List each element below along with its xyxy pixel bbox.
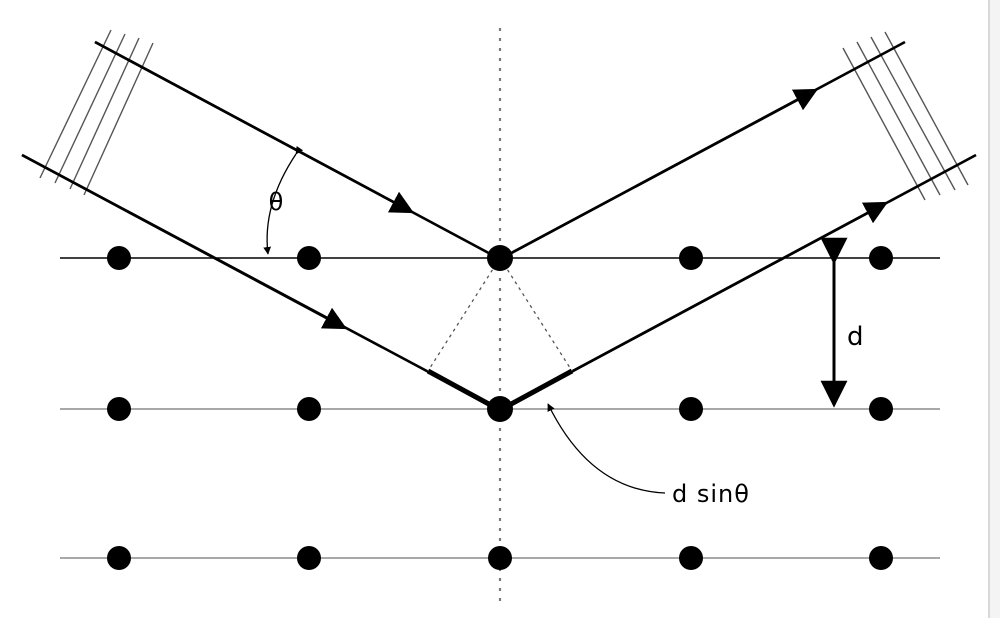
atom: [487, 245, 513, 271]
theta-label: θ: [269, 188, 284, 216]
atom: [487, 396, 513, 422]
path-difference-callout: d sinθ: [547, 403, 750, 508]
incident-wavefronts: [39, 29, 154, 196]
incident-ray-upper-arrow: [94, 40, 415, 214]
right-edge-border: [988, 0, 1000, 618]
atoms: [107, 245, 893, 570]
path-difference-label: d sinθ: [672, 480, 750, 508]
reflected-wavefronts: [842, 31, 969, 201]
atom: [679, 397, 703, 421]
atom: [297, 546, 321, 570]
atom: [107, 246, 131, 270]
path-difference-segment-left: [426, 368, 500, 412]
path-difference-segment-right: [500, 368, 574, 412]
atom: [107, 397, 131, 421]
construction-lines: [427, 257, 573, 372]
atom: [107, 546, 131, 570]
rays: [21, 40, 977, 412]
incident-ray-lower-arrow: [21, 153, 348, 330]
atom: [679, 246, 703, 270]
atom: [488, 546, 512, 570]
theta-angle-marker: θ: [263, 145, 304, 255]
atom: [297, 397, 321, 421]
atom: [297, 246, 321, 270]
d-spacing-marker: d: [820, 237, 864, 408]
atom: [679, 546, 703, 570]
reflected-ray-upper-arrow: [501, 88, 819, 260]
atom: [869, 397, 893, 421]
d-label: d: [847, 322, 864, 352]
atom: [869, 546, 893, 570]
atom: [869, 246, 893, 270]
